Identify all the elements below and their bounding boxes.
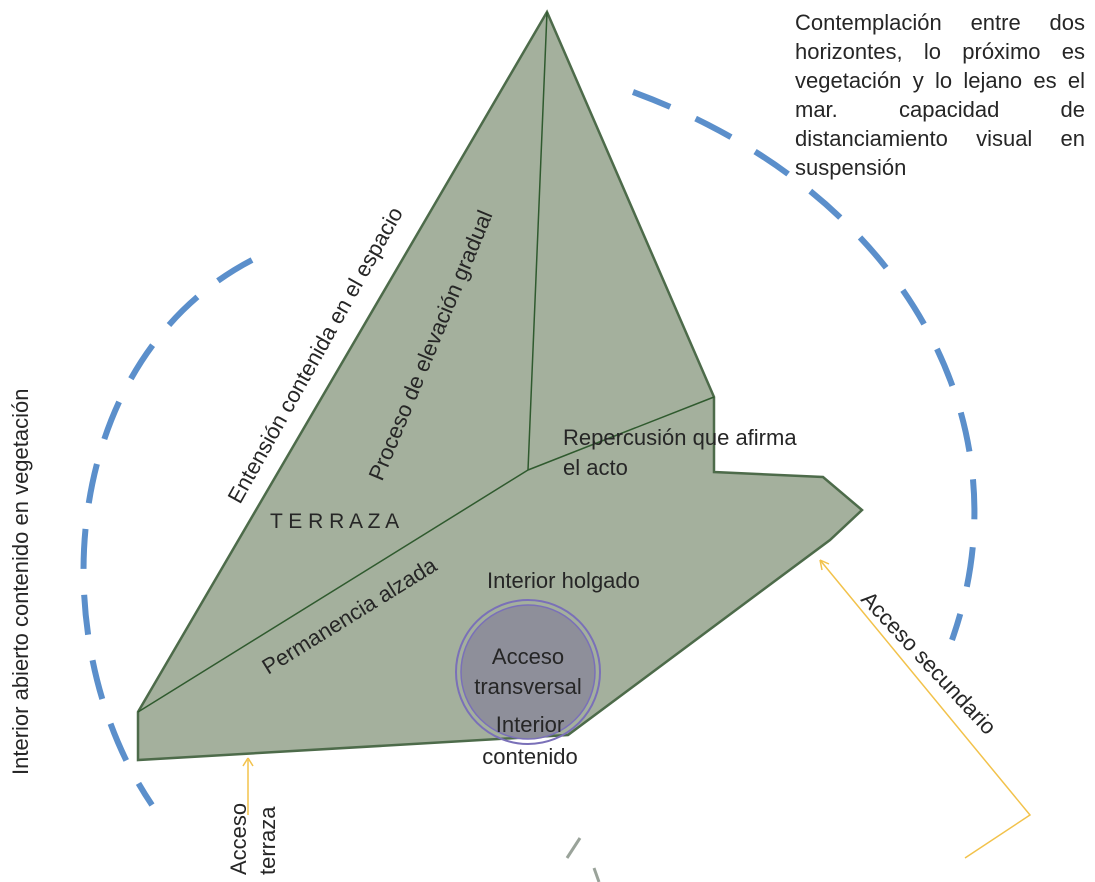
- acceso-secundario-line: [819, 559, 1032, 859]
- acceso-terraza-line1: Acceso: [226, 803, 251, 875]
- repercusion-label-line2: el acto: [563, 455, 628, 480]
- acceso-transversal-line1: Acceso: [492, 644, 564, 669]
- inner-upper-line: [527, 396, 715, 471]
- small-grey-mark: [565, 837, 601, 882]
- terraza-label: T E R R A Z A: [270, 510, 399, 533]
- acceso-transversal-line2: transversal: [474, 674, 582, 699]
- terraza-shape: [136, 9, 864, 762]
- right-dashed-arc: [631, 89, 978, 642]
- acceso-terraza-line2: terraza: [255, 806, 280, 875]
- interior-contenido-line2: contenido: [482, 744, 577, 769]
- interior-holgado-label: Interior holgado: [487, 568, 640, 593]
- acceso-secundario-arrowhead: [819, 559, 830, 571]
- left-vertical-label: Interior abierto contenido en vegetación: [8, 389, 33, 775]
- repercusion-label-line1: Repercusión que afirma: [563, 425, 797, 450]
- acceso-terraza-arrowhead: [242, 757, 254, 767]
- inner-diagonal-line: [137, 469, 529, 713]
- acceso-secundario-label: Acceso secundario: [856, 586, 1001, 739]
- acceso-circle-outer: [455, 599, 601, 745]
- left-dashed-arc: [80, 257, 254, 807]
- description-text: Contemplación entre dos horizontes, lo p…: [795, 10, 1085, 180]
- acceso-circle: [460, 604, 596, 740]
- interior-contenido-line1: Interior: [496, 712, 564, 737]
- inner-ridge-line: [527, 11, 548, 471]
